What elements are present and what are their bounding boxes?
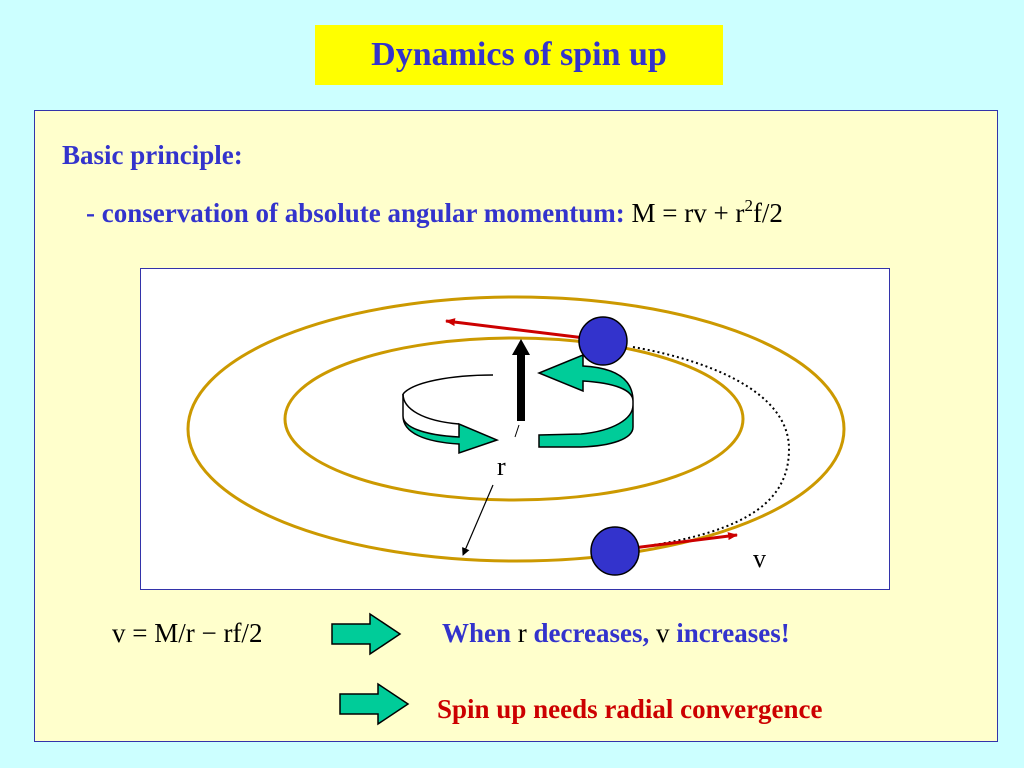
orbit-diagram-svg: r v — [186, 295, 846, 576]
spiral-trajectory — [632, 346, 791, 548]
velocity-label: v — [753, 544, 766, 573]
momentum-equation: M = rv + r2f/2 — [631, 196, 783, 228]
equation-exponent: 2 — [744, 196, 753, 215]
particle-upper — [578, 316, 628, 366]
radius-label: r — [497, 452, 506, 481]
conclusion-when: When — [442, 618, 512, 648]
inner-orbit — [283, 336, 745, 502]
velocity-arrow-upper — [445, 318, 594, 341]
orbit-diagram: r v — [140, 268, 890, 590]
spin-up-conclusion: Spin up needs radial convergence — [437, 694, 823, 724]
slide-title: Dynamics of spin up — [371, 36, 667, 73]
rotation-axis-arrow — [512, 339, 530, 421]
implies-arrow-2 — [339, 682, 410, 726]
velocity-arrow-lower — [632, 532, 738, 550]
conclusion-r: r — [517, 618, 527, 648]
radius-pointer — [462, 484, 494, 556]
velocity-formula: v = M/r − rf/2 — [112, 618, 263, 648]
conclusion-decreases: decreases, — [533, 618, 650, 648]
rotation-arrow-left — [402, 374, 500, 455]
equation-prefix: M = rv + r — [631, 198, 745, 228]
principle-line: - conservation of absolute angular momen… — [86, 196, 783, 229]
rotation-arrow-right — [537, 353, 634, 448]
outer-orbit — [186, 295, 846, 563]
implies-arrow-1 — [331, 612, 402, 656]
equation-suffix: f/2 — [752, 198, 783, 228]
basic-principle-heading: Basic principle: — [62, 140, 243, 170]
radius-tick — [514, 424, 520, 438]
conclusion-line: When r decreases, v increases! — [442, 618, 790, 649]
principle-lead: - conservation of absolute angular momen… — [86, 198, 625, 228]
title-box: Dynamics of spin up — [315, 25, 723, 85]
conclusion-v: v — [656, 618, 670, 648]
particle-lower — [590, 526, 640, 576]
conclusion-increases: increases! — [676, 618, 790, 648]
